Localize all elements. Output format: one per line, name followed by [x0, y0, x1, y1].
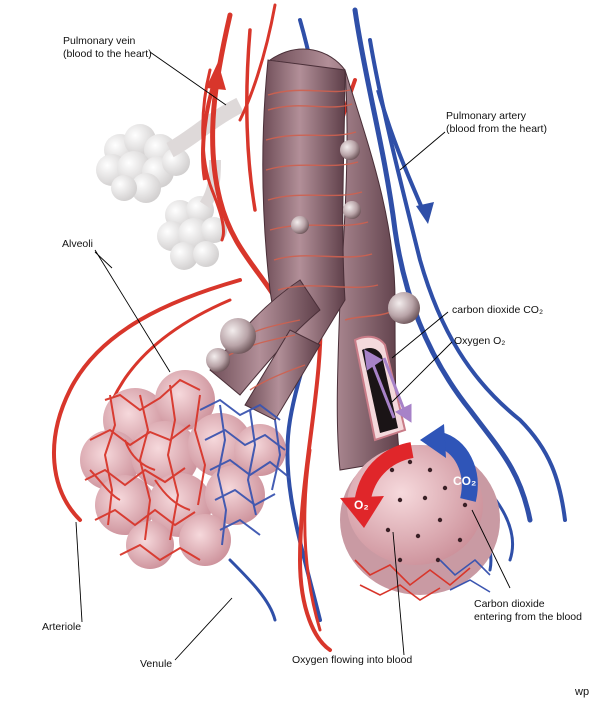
- arteriole-label: Arteriole: [42, 621, 81, 634]
- pulmonary-vein-label: Pulmonary vein (blood to the heart): [63, 35, 152, 61]
- credit-mark: wp: [575, 686, 589, 699]
- carbon-dioxide-label: carbon dioxide CO₂: [452, 304, 543, 317]
- oxygen-flowing-label: Oxygen flowing into blood: [292, 654, 412, 667]
- co2-marker: CO₂: [453, 474, 476, 488]
- oxygen-label: Oxygen O₂: [454, 335, 505, 348]
- pulmonary-artery-label: Pulmonary artery (blood from the heart): [446, 110, 547, 136]
- carbon-dioxide-entering-label: Carbon dioxide entering from the blood: [474, 598, 582, 624]
- o2-marker: O₂: [354, 498, 369, 512]
- alveoli-label: Alveoli: [62, 238, 93, 251]
- artery-flow-arrow: [378, 90, 425, 215]
- venule-label: Venule: [140, 658, 172, 671]
